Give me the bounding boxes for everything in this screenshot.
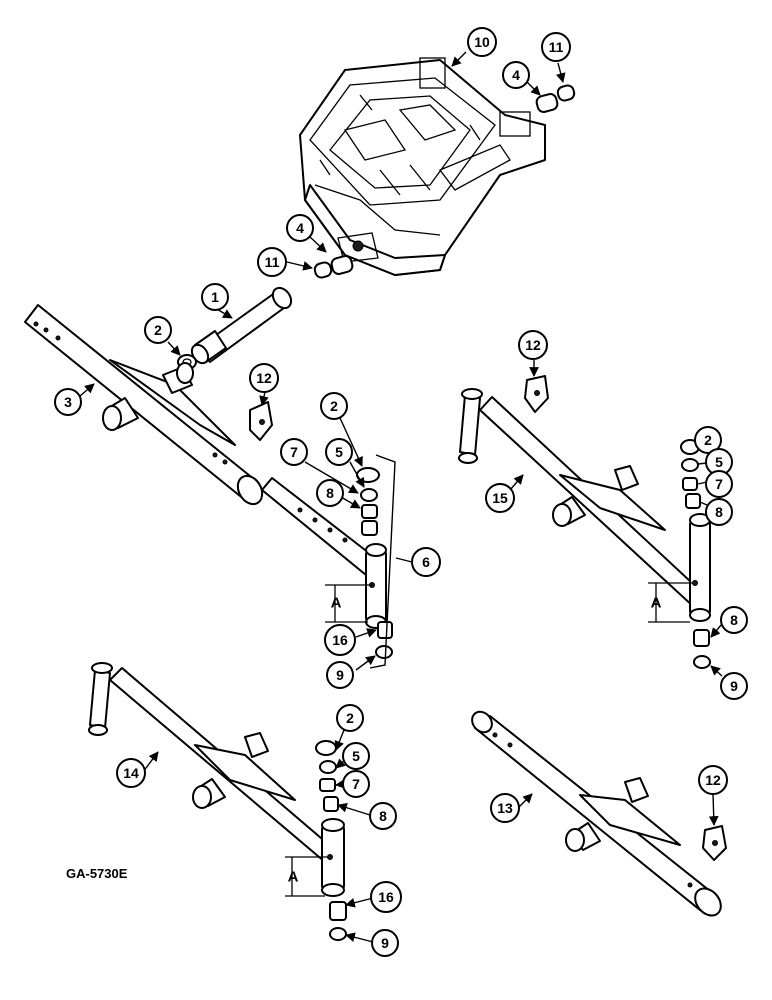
svg-text:9: 9 (336, 667, 344, 683)
svg-text:5: 5 (715, 454, 723, 470)
callout-11: 11 (541, 32, 571, 62)
dimension-a-bottom (285, 856, 328, 897)
svg-text:5: 5 (352, 748, 360, 764)
callout-12: 12 (518, 330, 548, 360)
callout-8: 8 (705, 498, 733, 526)
bracket-12-bottom (702, 825, 727, 861)
callout-9: 9 (371, 929, 399, 957)
dimension-label: A (331, 595, 342, 612)
callout-7: 7 (705, 470, 733, 498)
callout-16: 16 (324, 624, 356, 656)
callout-8: 8 (369, 802, 397, 830)
svg-text:1: 1 (211, 289, 219, 305)
callout-3: 3 (54, 388, 82, 416)
svg-text:4: 4 (512, 67, 520, 83)
callout-9: 9 (720, 672, 748, 700)
callout-5: 5 (325, 438, 353, 466)
callout-5: 5 (342, 742, 370, 770)
callout-10: 10 (467, 27, 497, 57)
callout-14: 14 (116, 758, 146, 788)
bracket-12-left (249, 401, 273, 441)
axle-beam-14 (88, 662, 345, 897)
svg-text:13: 13 (497, 800, 513, 816)
bushing-lower-left (313, 255, 354, 279)
svg-text:9: 9 (381, 935, 389, 951)
svg-text:12: 12 (705, 772, 721, 788)
svg-text:11: 11 (265, 254, 280, 270)
svg-text:14: 14 (123, 765, 139, 781)
housing-part (299, 57, 546, 276)
svg-text:2: 2 (154, 322, 162, 338)
callout-7: 7 (280, 438, 308, 466)
callout-1: 1 (201, 283, 229, 311)
callout-2: 2 (336, 704, 364, 732)
svg-text:8: 8 (379, 808, 387, 824)
dimension-a-left (325, 584, 372, 623)
svg-text:6: 6 (422, 554, 430, 570)
kingpin-stack-14 (315, 740, 347, 941)
bracket-12-right (524, 375, 549, 413)
kingpin-stack-15 (680, 439, 711, 669)
svg-text:8: 8 (326, 485, 334, 501)
svg-text:5: 5 (335, 444, 343, 460)
callout-13: 13 (490, 793, 520, 823)
dimension-label: A (651, 595, 662, 612)
callout-7: 7 (342, 770, 370, 798)
svg-text:7: 7 (352, 776, 360, 792)
svg-text:16: 16 (378, 889, 394, 905)
svg-text:16: 16 (332, 632, 348, 648)
dimension-a-right (648, 582, 692, 623)
kingpin-stack-left (356, 467, 393, 659)
svg-text:2: 2 (704, 432, 712, 448)
callout-2: 2 (144, 316, 172, 344)
svg-text:15: 15 (492, 490, 508, 506)
figure-code: GA-5730E (66, 866, 128, 881)
callout-8: 8 (316, 479, 344, 507)
callout-2: 2 (320, 392, 348, 420)
svg-text:9: 9 (730, 678, 738, 694)
svg-text:2: 2 (346, 710, 354, 726)
svg-text:10: 10 (474, 34, 490, 50)
callout-6: 6 (411, 547, 441, 577)
callout-4: 4 (502, 61, 530, 89)
svg-text:7: 7 (715, 476, 723, 492)
svg-text:2: 2 (330, 398, 338, 414)
callout-4: 4 (286, 214, 314, 242)
dimension-label: A (288, 869, 299, 886)
svg-text:8: 8 (730, 612, 738, 628)
callout-11: 11 (257, 247, 287, 277)
axle-beam-15 (458, 388, 711, 622)
bushing-upper-right (535, 84, 576, 113)
axle-beam-13 (471, 710, 722, 917)
callout-12: 12 (698, 765, 728, 795)
callout-8: 8 (720, 606, 748, 634)
svg-text:12: 12 (256, 370, 272, 386)
svg-text:7: 7 (290, 444, 298, 460)
svg-text:12: 12 (525, 337, 541, 353)
callout-2: 2 (694, 426, 722, 454)
svg-text:4: 4 (296, 220, 304, 236)
pin-part (190, 286, 293, 365)
svg-text:3: 3 (64, 394, 72, 410)
svg-text:11: 11 (549, 39, 564, 55)
svg-text:8: 8 (715, 504, 723, 520)
callout-15: 15 (485, 483, 515, 513)
callout-16: 16 (370, 881, 402, 913)
callout-9: 9 (326, 661, 354, 689)
callout-12: 12 (249, 363, 279, 393)
axle-beam-left (24, 304, 264, 506)
